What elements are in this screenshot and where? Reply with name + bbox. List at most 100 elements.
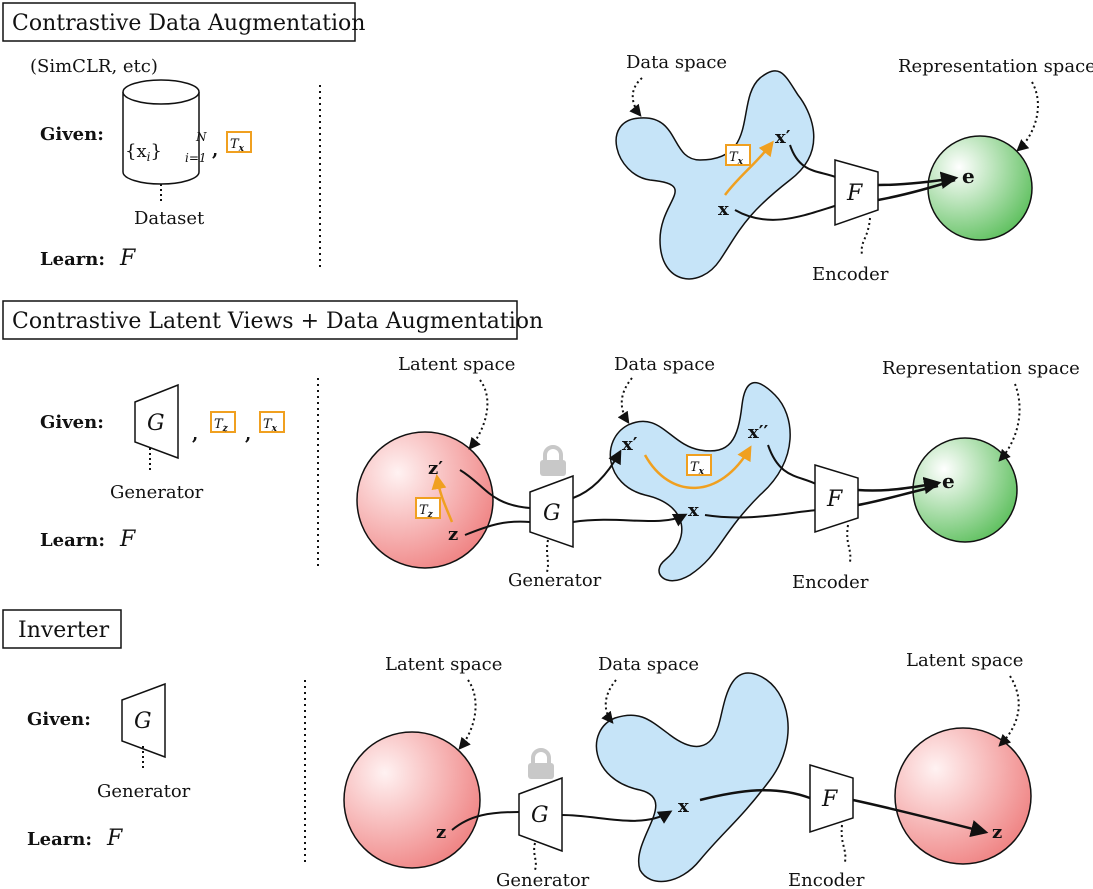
dataset-sup: N: [195, 130, 207, 144]
section-contrastive-latent-views: Contrastive Latent Views + Data Augmenta…: [2, 300, 1080, 593]
section-title: Contrastive Data Augmentation: [12, 11, 365, 36]
generator-diagram-caption: Generator: [508, 570, 602, 591]
generator-symbol: G: [134, 709, 152, 734]
data-space-pointer: [617, 377, 633, 424]
encoder-trapezoid: [834, 159, 879, 227]
section-subtitle: (SimCLR, etc): [30, 56, 158, 77]
edge-z-generator: [451, 811, 520, 831]
generator-caption: Generator: [97, 781, 191, 802]
tx-badge: Tx: [259, 411, 285, 434]
representation-space-label: Representation space: [898, 56, 1093, 77]
generator-diagram-caption: Generator: [496, 870, 590, 889]
latent-left-pointer: [458, 679, 477, 750]
edge-xprime-encoder: [789, 144, 839, 179]
svg-text:Tx: Tx: [690, 460, 705, 477]
edge-encoder-e-2: [857, 484, 939, 507]
given-label: Given:: [40, 412, 104, 433]
encoder-symbol: F: [846, 181, 863, 206]
section-title-box: [2, 609, 122, 649]
svg-text:Tz: Tz: [419, 503, 434, 520]
latent-sphere-left: [343, 731, 481, 869]
tx-transform-arrow: [643, 445, 752, 490]
learn-label: Learn:: [40, 530, 105, 551]
lock-icon: [528, 748, 554, 779]
section-title: Inverter: [18, 618, 110, 643]
svg-text:Tx: Tx: [263, 417, 278, 434]
generator-diagram-trapezoid: [518, 776, 563, 853]
latent-sphere-right: [894, 727, 1032, 865]
tx-badge: Tx: [226, 131, 252, 154]
generator-symbol: G: [147, 411, 165, 436]
edge-generator-xprime: [572, 449, 622, 499]
comma: ,: [212, 140, 218, 161]
encoder-pointer: [860, 217, 871, 256]
edge-zprime-generator: [459, 469, 531, 509]
edge-x-encoder: [699, 788, 811, 802]
generator-diagram-pointer: [546, 539, 549, 573]
edge-encoder-e-1: [857, 476, 942, 495]
latent-pointer: [468, 379, 489, 450]
comma-2: ,: [245, 424, 251, 445]
representation-pointer: [998, 383, 1021, 462]
data-space-label: Data space: [598, 654, 699, 675]
representation-space-label: Representation space: [882, 358, 1080, 379]
encoder-pointer: [840, 824, 847, 863]
generator-diagram-trapezoid: [529, 474, 574, 549]
representation-pointer: [1016, 81, 1039, 152]
x-prime-point: x′: [622, 434, 638, 455]
encoder-symbol: F: [826, 487, 843, 512]
learn-label: Learn:: [27, 829, 92, 850]
given-label: Given:: [40, 124, 104, 145]
section-contrastive-data-augmentation: Contrastive Data Augmentation (SimCLR, e…: [2, 2, 1093, 285]
encoder-caption: Encoder: [792, 572, 869, 593]
dataset-math: {xi}: [125, 141, 162, 164]
svg-text:Tz: Tz: [214, 417, 229, 434]
encoder-caption: Encoder: [788, 870, 865, 889]
encoder-symbol: F: [821, 787, 838, 812]
data-space-pointer: [629, 77, 643, 117]
encoder-pointer: [846, 524, 852, 563]
generator-trapezoid: [134, 383, 179, 460]
tx-badge-blob: Tx: [686, 454, 712, 477]
dataset-cylinder-icon: [122, 79, 200, 185]
generator-trapezoid: [121, 682, 166, 759]
z-prime-point: z′: [428, 458, 443, 479]
generator-diagram-symbol: G: [531, 803, 549, 828]
x-point: x: [688, 500, 699, 521]
section-title-box: [2, 300, 518, 340]
comma-1: ,: [192, 424, 198, 445]
z-left-point: z: [436, 822, 446, 843]
representation-sphere: [912, 437, 1018, 543]
data-space-blob: [615, 70, 815, 280]
edge-x-encoder: [704, 509, 819, 519]
data-space-label: Data space: [626, 52, 727, 73]
data-space-blob: [595, 672, 789, 883]
x-prime-point: x′: [775, 127, 791, 148]
dataset-range: i=1: [185, 151, 207, 165]
learn-value: F: [106, 826, 123, 851]
generator-diagram-pointer: [533, 842, 537, 871]
section-title: Contrastive Latent Views + Data Augmenta…: [12, 309, 543, 334]
section-inverter: Inverter Given: G Generator Learn: F Lat…: [2, 609, 1032, 889]
latent-right-pointer: [998, 675, 1020, 747]
tz-transform-arrow: [431, 474, 454, 523]
z-point: z: [448, 524, 458, 545]
section-title-box: [2, 2, 356, 42]
encoder-caption: Encoder: [812, 264, 889, 285]
x-dprime-point: x′′: [748, 422, 768, 443]
learn-value: F: [119, 527, 136, 552]
svg-text:Tx: Tx: [230, 137, 245, 154]
dataset-caption: Dataset: [134, 208, 205, 229]
data-space-blob: [609, 381, 791, 582]
tx-badge-blob: Tx: [725, 144, 751, 167]
edge-generator-x: [572, 513, 688, 527]
edge-generator-x: [561, 810, 673, 824]
generator-diagram-symbol: G: [543, 501, 561, 526]
encoder-trapezoid: [809, 763, 854, 834]
svg-text:Tx: Tx: [729, 150, 744, 167]
x-point: x: [718, 199, 729, 220]
generator-caption: Generator: [110, 482, 204, 503]
edge-xdprime-encoder: [767, 444, 819, 486]
edge-encoder-e-2: [877, 178, 956, 202]
tz-badge-sphere: Tz: [415, 497, 441, 520]
